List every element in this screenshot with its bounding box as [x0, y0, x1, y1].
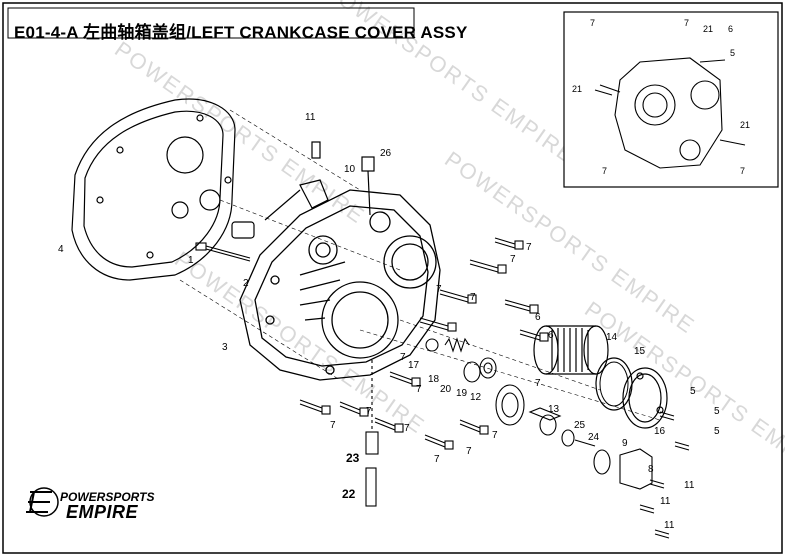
inset-callout-6: 6 [728, 24, 733, 34]
inset-callout-21: 21 [572, 84, 582, 94]
callout-5: 5 [690, 386, 696, 397]
callout-7: 7 [366, 406, 372, 417]
callout-19: 19 [456, 388, 468, 399]
bolt [195, 242, 251, 262]
callout-7: 7 [400, 352, 406, 363]
callout-11: 11 [660, 496, 671, 507]
callout-23: 23 [346, 451, 360, 465]
inset-callout-21: 21 [740, 120, 750, 130]
callout-9: 9 [622, 438, 628, 449]
inset-callout-21: 21 [703, 24, 713, 34]
o-ring-inner [599, 361, 629, 407]
callout-3: 3 [222, 342, 228, 353]
callout-25: 25 [574, 420, 586, 431]
callout-6: 6 [535, 312, 541, 323]
callout-7: 7 [330, 420, 336, 431]
brand-name-line2: EMPIRE [66, 502, 139, 522]
filter-cover [622, 367, 668, 429]
callout-11: 11 [664, 520, 675, 531]
callout-7: 7 [404, 423, 410, 434]
callout-17: 17 [408, 360, 420, 371]
bolt-group [299, 237, 549, 450]
callout-7: 7 [434, 454, 440, 465]
page-title: E01-4-A 左曲轴箱盖组/LEFT CRANKCASE COVER ASSY [14, 23, 468, 42]
small-parts [425, 337, 690, 539]
exploded-lines [179, 109, 661, 421]
callout-7: 7 [526, 242, 532, 253]
callout-7: 7 [436, 284, 442, 295]
inset-callout-7: 7 [602, 166, 607, 176]
sensor-assembly [231, 141, 375, 239]
brand-name-line1: POWERSPORTS [60, 490, 155, 504]
gasket [71, 98, 236, 281]
crankcase-cover [239, 189, 441, 381]
callout-15: 15 [634, 346, 646, 357]
callout-4: 4 [58, 244, 64, 255]
callout-12: 12 [470, 392, 482, 403]
callout-18: 18 [428, 374, 440, 385]
inset-callouts: 7 7 21 6 5 21 21 7 7 [572, 18, 750, 176]
inset-callout-7: 7 [684, 18, 689, 28]
callout-7: 7 [416, 384, 422, 395]
callout-7: 7 [470, 292, 476, 303]
inset-view-box [563, 11, 779, 188]
callout-7: 7 [492, 430, 498, 441]
o-ring [595, 357, 633, 411]
callout-5: 5 [714, 406, 720, 417]
callout-16: 16 [654, 426, 666, 437]
callout-24: 24 [588, 432, 600, 443]
callout-13: 13 [548, 404, 560, 415]
callout-8: 8 [648, 464, 654, 475]
callout-2: 2 [243, 278, 249, 289]
callout-22: 22 [342, 487, 356, 501]
callout-labels: 1 2 3 4 5 5 5 6 6 7 7 7 7 7 7 7 7 7 7 7 … [58, 112, 720, 531]
callout-7: 7 [535, 378, 541, 389]
inset-drawing [594, 57, 746, 169]
callout-14: 14 [606, 332, 618, 343]
callout-11: 11 [305, 112, 316, 123]
callout-6: 6 [548, 330, 554, 341]
callout-10: 10 [344, 164, 356, 175]
callout-11: 11 [684, 480, 695, 491]
callout-1: 1 [188, 255, 194, 266]
dipstick [365, 360, 379, 507]
callout-20: 20 [440, 384, 452, 395]
inset-callout-7: 7 [740, 166, 745, 176]
brand-logo-mark [26, 487, 59, 517]
callout-7: 7 [510, 254, 516, 265]
inset-callout-5: 5 [730, 48, 735, 58]
callout-7: 7 [466, 446, 472, 457]
callout-5: 5 [714, 426, 720, 437]
inset-callout-7: 7 [590, 18, 595, 28]
callout-26: 26 [380, 148, 392, 159]
